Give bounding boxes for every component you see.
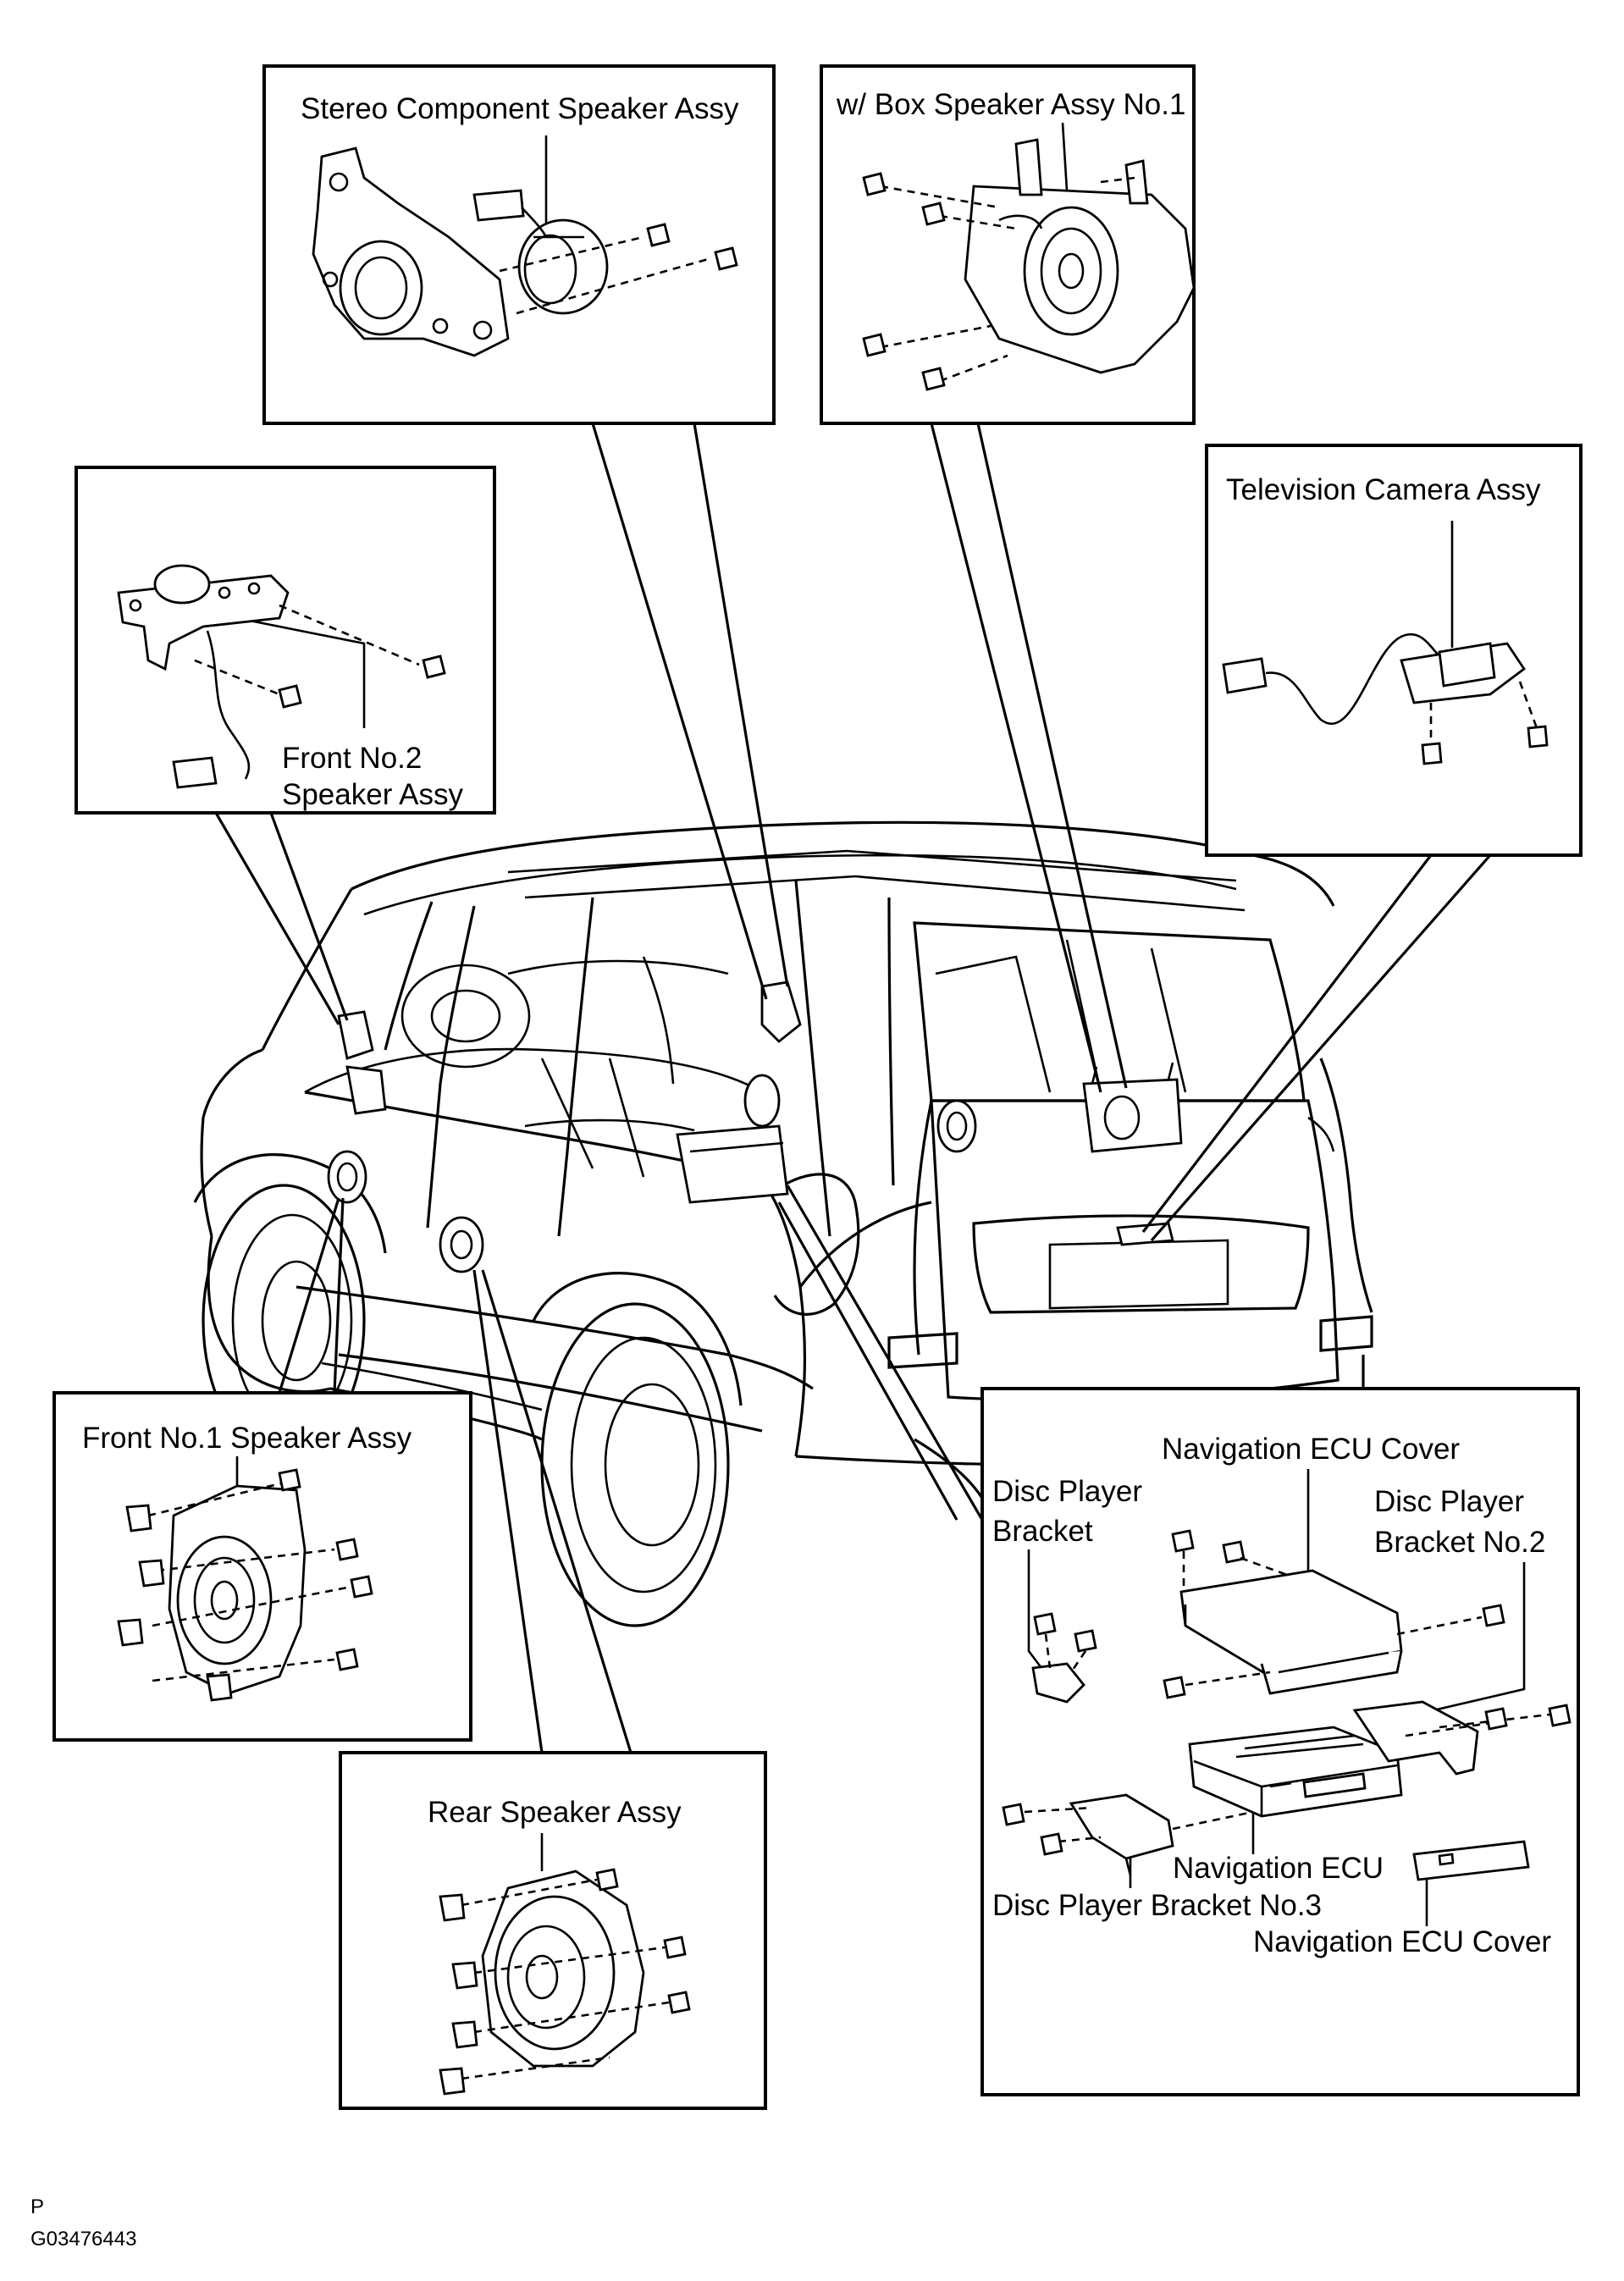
label-front-no2-line2: Speaker Assy: [282, 778, 463, 811]
callout-navigation: Navigation ECU Cover Disc Player Bracket…: [980, 1387, 1580, 2096]
rear-door-speaker-icon: [439, 1216, 484, 1273]
label-front-no1-speaker: Front No.1 Speaker Assy: [82, 1422, 412, 1455]
callout-stereo-component-speaker: Stereo Component Speaker Assy: [262, 64, 776, 425]
label-stereo-component-speaker: Stereo Component Speaker Assy: [301, 92, 739, 125]
footer-figure-code: G03476443: [30, 2228, 136, 2251]
front-no2-speaker-icon: [337, 1010, 387, 1115]
label-nav-ecu: Navigation ECU: [1173, 1852, 1384, 1885]
label-television-camera: Television Camera Assy: [1226, 473, 1541, 506]
stereo-component-speaker-icon: [743, 980, 802, 1128]
label-disc-player-bracket-line2: Bracket: [992, 1515, 1093, 1548]
label-rear-speaker: Rear Speaker Assy: [428, 1796, 682, 1829]
callout-television-camera: Television Camera Assy: [1205, 444, 1583, 857]
callout-box-speaker-no1: w/ Box Speaker Assy No.1: [820, 64, 1196, 425]
label-box-speaker-no1: w/ Box Speaker Assy No.1: [836, 88, 1185, 121]
footer-letter: P: [30, 2195, 44, 2218]
label-disc-player-bracket-no2-line1: Disc Player: [1374, 1485, 1524, 1518]
label-nav-ecu-cover-top: Navigation ECU Cover: [1162, 1433, 1460, 1466]
camera-vehicle-icon: [1116, 1222, 1174, 1246]
callout-front-no2-speaker: Front No.2 Speaker Assy: [75, 466, 496, 815]
quarter-speaker-icon: [936, 1099, 977, 1153]
box-speaker-vehicle-icon: [1082, 1062, 1183, 1153]
navigation-ecu-vehicle-icon: [676, 1124, 789, 1204]
label-disc-player-bracket-line1: Disc Player: [992, 1475, 1142, 1508]
callout-rear-speaker: Rear Speaker Assy: [339, 1751, 767, 2110]
label-disc-player-bracket-no2-line2: Bracket No.2: [1374, 1526, 1545, 1559]
front-door-speaker-icon: [327, 1150, 367, 1204]
label-front-no2-line1: Front No.2: [282, 742, 422, 775]
label-nav-ecu-cover-bottom: Navigation ECU Cover: [1253, 1925, 1551, 1958]
label-disc-player-bracket-no3: Disc Player Bracket No.3: [992, 1889, 1322, 1922]
leader-lines: [214, 423, 1492, 1754]
callout-front-no1-speaker: Front No.1 Speaker Assy: [52, 1391, 472, 1742]
